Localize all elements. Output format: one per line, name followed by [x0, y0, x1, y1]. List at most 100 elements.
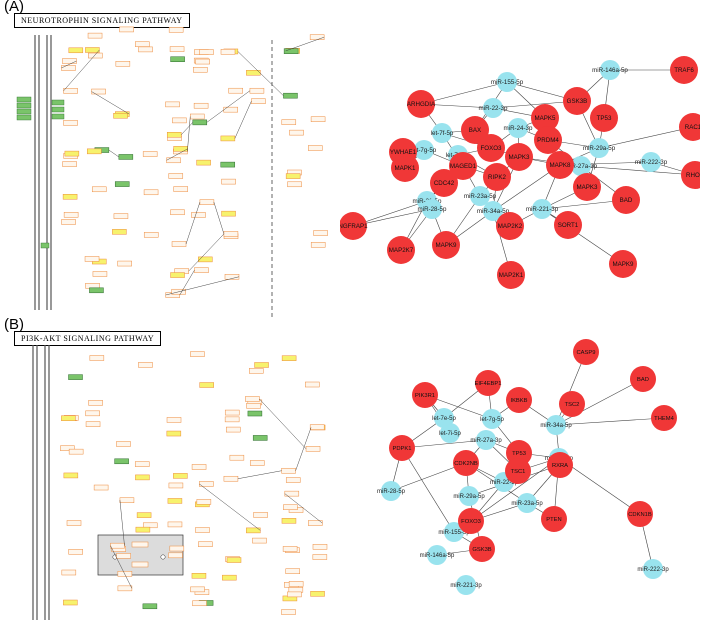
gene-box: [229, 454, 245, 461]
mrna-label: MAPK1: [395, 165, 417, 172]
mrna-label: PRDM4: [537, 137, 559, 144]
gene-box: [117, 260, 132, 267]
gene-box: [281, 119, 297, 125]
pathway-arrow: [295, 427, 312, 471]
mirna-node: [434, 408, 454, 428]
gene-box: [116, 441, 131, 447]
gene-box: [166, 430, 182, 437]
gene-box: [246, 70, 261, 76]
mirna-label: miR-34a-5p: [540, 423, 572, 429]
gene-box: [138, 46, 153, 53]
mrna-label: IKBKB: [510, 398, 527, 404]
mirna-node: [459, 486, 479, 506]
pathway-arrows: [61, 36, 325, 296]
gene-box: [196, 499, 212, 505]
pathway-arrows: [110, 398, 323, 589]
mrna-label: ARHGDIA: [407, 101, 436, 108]
gene-box: [143, 232, 159, 238]
mrna-label: MAPK8: [550, 162, 572, 169]
gene-box: [245, 396, 260, 402]
mrna-node: [430, 169, 458, 197]
gene-box: [60, 445, 75, 451]
mrna-label: CASP9: [576, 350, 595, 356]
mrna-node: [469, 536, 495, 562]
panel-b-label: (B): [4, 316, 24, 333]
gene-box: [196, 159, 211, 166]
gene-box: [288, 587, 304, 593]
mirna-label: miR-155-5p: [491, 79, 524, 86]
pathway-arrow: [181, 122, 193, 135]
mrna-label: FOXO3: [481, 145, 503, 152]
mrna-node: [547, 452, 573, 478]
pathway-arrow: [185, 202, 201, 245]
mrna-node: [554, 211, 582, 239]
gene-box: [281, 518, 297, 524]
network-edge: [401, 439, 487, 449]
mrna-label: RIPK2: [488, 174, 506, 181]
gene-box: [252, 435, 268, 441]
gene-box: [199, 49, 214, 55]
mrna-node: [477, 134, 505, 162]
gene-box: [86, 148, 102, 155]
gene-box: [136, 512, 152, 518]
mirna-label: miR-155-5p: [438, 530, 470, 536]
gene-box: [226, 557, 242, 563]
gene-box: [249, 368, 264, 374]
gene-box: [91, 88, 106, 95]
mirna-label: miR-146a-5p: [420, 553, 455, 559]
mrna-label: TP53: [597, 115, 612, 122]
mrna-node: [496, 212, 524, 240]
gene-box: [165, 101, 180, 108]
pathway-arrow: [188, 233, 225, 272]
mirna-node: [422, 199, 442, 219]
gene-box: [166, 132, 182, 138]
pathway-arrow: [61, 60, 77, 69]
mrna-label: MAPK3: [509, 154, 531, 161]
mirna-node: [589, 138, 609, 158]
membrane: [34, 35, 52, 310]
network-edge: [420, 81, 508, 105]
mrna-node: [546, 151, 574, 179]
gene-box: [68, 448, 84, 455]
mirna-label: miR-29a-5p: [583, 145, 616, 152]
gene-box: [68, 374, 83, 380]
mrna-label: RAC1: [685, 124, 700, 131]
gene-box: [281, 609, 296, 615]
panel-a-label: (A): [4, 0, 24, 15]
gene-box: [246, 403, 261, 409]
gene-box: [63, 88, 78, 94]
mrna-label: MAP2K2: [498, 223, 523, 230]
mirna-label: miR-27a-3p: [565, 163, 598, 170]
gene-box: [114, 458, 129, 465]
network-edge: [390, 462, 467, 492]
gene-boxes: [61, 26, 328, 298]
gene-box: [310, 116, 326, 122]
pathway-arrow: [110, 545, 133, 589]
mirna-label: miR-28-5p: [377, 489, 406, 495]
membrane: [32, 345, 50, 620]
mrna-label: RXRA: [552, 463, 568, 469]
pathway-arrow: [285, 36, 325, 52]
mirna-label: let-7g-5p: [412, 147, 437, 154]
mrna-label: MAP2K7: [389, 247, 414, 254]
gene-box: [63, 212, 79, 218]
pathway-arrow: [108, 149, 119, 158]
gene-box: [225, 426, 241, 433]
mirna-node: [508, 118, 528, 138]
mrna-label: PIK3R1: [415, 393, 435, 399]
mrna-node: [483, 163, 511, 191]
gene-box: [283, 504, 298, 510]
mrna-label: MAPK3: [577, 184, 599, 191]
gene-box: [88, 52, 103, 59]
mrna-node: [387, 236, 415, 264]
network-edge: [492, 100, 578, 109]
mirna-label: miR-222-3p: [637, 567, 669, 573]
gene-box: [117, 585, 133, 592]
mirna-node: [517, 493, 537, 513]
gene-box: [288, 581, 304, 587]
mrna-node: [541, 506, 567, 532]
gene-box: [191, 464, 207, 470]
gene-box: [224, 409, 240, 416]
mrna-node: [389, 435, 415, 461]
gene-box: [312, 554, 328, 560]
